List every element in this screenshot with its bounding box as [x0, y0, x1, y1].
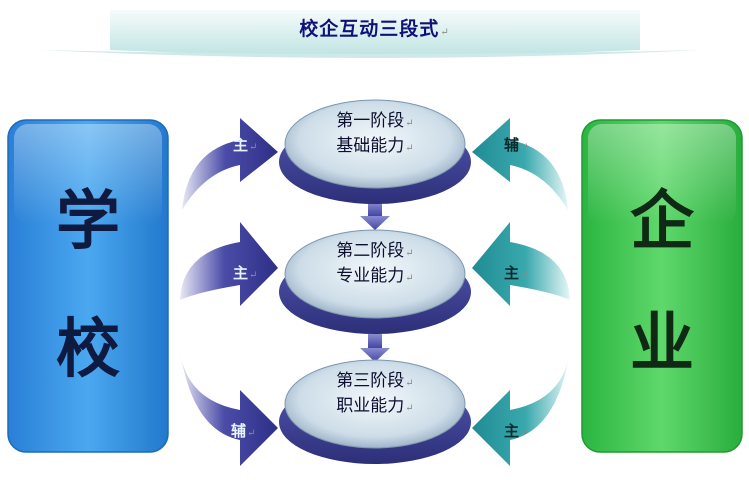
school-box — [7, 119, 169, 453]
stage-1-label: 第一阶段↵ 基础能力↵ — [336, 111, 414, 156]
stage-1-line1: 第一阶段 — [336, 111, 405, 131]
right-tag-2: 主↵ — [504, 264, 529, 282]
left-tag-1: 主↵ — [233, 136, 258, 154]
title-banner — [40, 10, 700, 58]
school-char-1: 学 — [56, 184, 120, 259]
return-mark-icon: ↵ — [440, 27, 450, 38]
stage-2-line2: 专业能力 — [336, 266, 405, 286]
school-char-2: 校 — [56, 312, 120, 387]
stage-2-line1: 第二阶段 — [336, 241, 405, 261]
right-arrow-3 — [472, 350, 570, 466]
stage-2-label: 第二阶段↵ 专业能力↵ — [336, 241, 414, 286]
right-tag-3: 主↵ — [504, 422, 529, 440]
stage-3-line1: 第三阶段 — [336, 371, 405, 391]
enterprise-box — [581, 119, 743, 453]
left-tag-2: 主↵ — [233, 264, 258, 282]
right-tag-1: 辅↵ — [504, 136, 529, 154]
down-arrow-1 — [360, 202, 390, 230]
left-arrow-3 — [180, 350, 278, 466]
right-arrow-2 — [472, 222, 570, 306]
down-arrow-2 — [360, 334, 390, 362]
stage-3-line2: 职业能力 — [336, 396, 405, 416]
left-arrow-1 — [182, 118, 278, 210]
right-arrow-1 — [472, 118, 568, 210]
stage-disc-2 — [279, 229, 471, 334]
left-tag-3: 辅↵ — [231, 422, 256, 440]
diagram-title: 校企互动三段式↵ — [299, 18, 450, 40]
stage-1-line2: 基础能力 — [336, 136, 405, 156]
stage-disc-1 — [279, 99, 471, 204]
stage-3-label: 第三阶段↵ 职业能力↵ — [336, 371, 414, 416]
enterprise-char-1: 企 — [630, 184, 694, 259]
enterprise-char-2: 业 — [630, 306, 694, 381]
left-arrow-2 — [180, 222, 278, 306]
stage-disc-3 — [279, 359, 471, 464]
